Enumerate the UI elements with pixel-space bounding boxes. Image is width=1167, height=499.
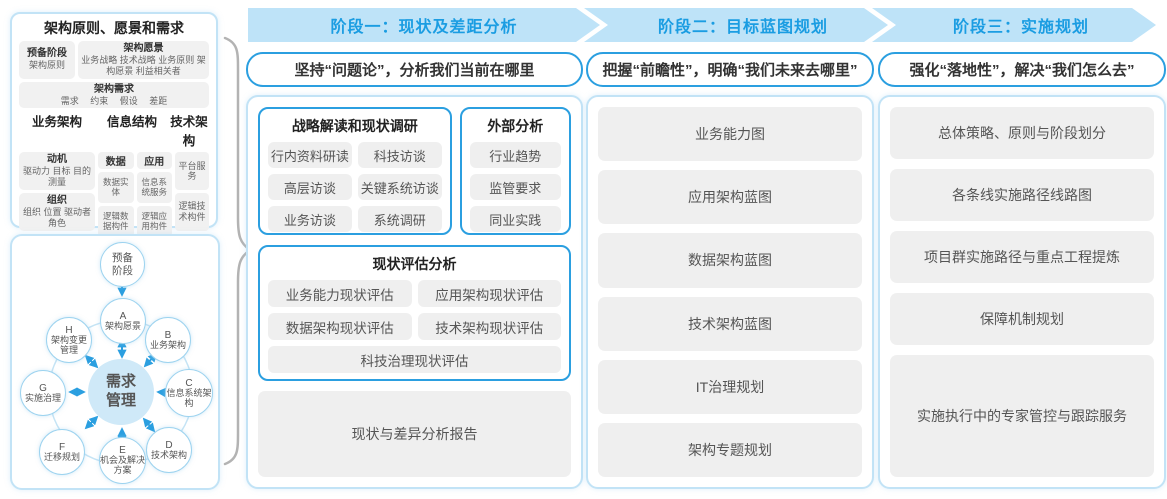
item-box: 逻辑技术构件 — [175, 192, 209, 231]
item-box: 技术架构现状评估 — [417, 313, 561, 340]
gap-analysis-report-box: 现状与差异分析报告 — [258, 391, 571, 477]
item-box: 同业实践 — [469, 206, 561, 232]
phase1-top-groups: 战略解读和现状调研 行内资料研读 科技访谈 高层访谈 关键系统访谈 业务访谈 系… — [258, 107, 571, 235]
phase2-content-panel: 业务能力图 应用架构蓝图 数据架构蓝图 技术架构蓝图 IT治理规划 架构专题规划 — [586, 95, 874, 489]
framework-panel-title: 架构原则、愿景和需求 — [44, 20, 184, 36]
item-box: 保障机制规划 — [890, 293, 1154, 345]
phase1-content-panel: 战略解读和现状调研 行内资料研读 科技访谈 高层访谈 关键系统访谈 业务访谈 系… — [246, 95, 583, 489]
external-analysis-list: 行业趋势 监管要求 同业实践 — [469, 142, 561, 232]
data-label: 数据 — [98, 152, 134, 170]
item-box: 行业趋势 — [469, 142, 561, 168]
requirements-management-node: 需求管理 — [88, 359, 154, 425]
phase2-header-arrow: 阶段二：目标蓝图规划 — [584, 8, 888, 42]
item-box: 应用架构现状评估 — [417, 280, 561, 307]
item-box: 逻辑应用构件 — [136, 206, 172, 238]
architecture-requirements-box: 架构需求 需求 约束 假设 差距 — [19, 81, 209, 109]
node-g-implementation-governance: G 实施治理 — [20, 370, 66, 416]
node-d-technology-architecture: D 技术架构 — [146, 427, 192, 473]
phase3-subtitle: 强化“落地性”，解决“我们怎么去” — [878, 52, 1166, 87]
architecture-vision-title: 架构愿景 — [123, 43, 164, 54]
item-box: 监管要求 — [469, 174, 561, 200]
item-box: 平台服务 — [175, 152, 209, 190]
node-e-opportunities-solutions: E 机会及解决方案 — [99, 437, 146, 484]
application-label: 应用 — [136, 152, 172, 170]
strategy-research-grid: 行内资料研读 科技访谈 高层访谈 关键系统访谈 业务访谈 系统调研 — [268, 142, 442, 232]
item-box: 数据实体 — [98, 172, 134, 204]
motivation-box: 动机 驱动力 目标 目的 测量 — [19, 152, 95, 190]
phase3-header-arrow: 阶段三：实施规划 — [872, 8, 1156, 42]
phase2-subtitle: 把握“前瞻性”，明确“我们未来去哪里” — [586, 52, 874, 87]
architecture-framework-panel: 架构原则、愿景和需求 预备阶段 架构原则 架构愿景 业务战略 技术战略 业务原则… — [10, 12, 218, 310]
item-box: 架构专题规划 — [598, 422, 862, 478]
item-box: 项目群实施路径与重点工程提炼 — [890, 231, 1154, 283]
item-box: 关键系统访谈 — [357, 174, 442, 200]
phase1-subtitle: 坚持“问题论”，分析我们当前在哪里 — [246, 52, 583, 87]
prep-phase-sub: 架构原则 — [28, 60, 65, 71]
item-box: 业务访谈 — [268, 206, 352, 232]
item-box: 应用架构蓝图 — [598, 170, 862, 225]
framework-row-vision: 预备阶段 架构原则 架构愿景 业务战略 技术战略 业务原则 架构愿景 利益相关者 — [19, 41, 209, 79]
center-d-arrow — [142, 417, 156, 433]
technology-arch-header: 技术架构 — [170, 115, 208, 149]
center-h-arrow — [84, 354, 99, 369]
item-box: 各条线实施路径线路图 — [890, 169, 1154, 221]
item-box: 行内资料研读 — [268, 142, 352, 168]
strategy-research-group: 战略解读和现状调研 行内资料研读 科技访谈 高层访谈 关键系统访谈 业务访谈 系… — [258, 107, 452, 235]
architecture-vision-box: 架构愿景 业务战略 技术战略 业务原则 架构愿景 利益相关者 — [78, 41, 209, 79]
item-box: 数据架构蓝图 — [598, 233, 862, 288]
item-box: 数据架构现状评估 — [268, 313, 412, 340]
item-box: 实施执行中的专家管控与跟踪服务 — [890, 355, 1154, 477]
item-box: 科技治理现状评估 — [268, 346, 561, 373]
organization-box: 组织 组织 位置 驱动者 角色 — [19, 192, 95, 231]
framework-section-headers: 业务架构 信息结构 技术架构 — [19, 111, 209, 149]
prep-phase-node: 预备阶段 — [100, 242, 145, 287]
architecture-vision-sub: 业务战略 技术战略 业务原则 架构愿景 利益相关者 — [81, 55, 206, 76]
item-box: 总体策略、原则与阶段划分 — [890, 107, 1154, 159]
node-a-architecture-vision: A 架构愿景 — [100, 298, 146, 344]
item-box: 系统调研 — [357, 206, 442, 232]
node-f-migration-planning: F 迁移规划 — [39, 429, 85, 475]
item-box: 科技访谈 — [357, 142, 442, 168]
item-box: 业务能力现状评估 — [268, 280, 412, 307]
center-f-arrow — [84, 415, 99, 430]
item-box: 逻辑数据构件 — [98, 206, 134, 238]
adm-cycle-panel: 预备阶段 需求管理 A 架构愿景 B 业务架构 C 信息系统架构 D 技术架构 … — [10, 234, 220, 490]
item-box: IT治理规划 — [598, 359, 862, 414]
prep-phase-box: 预备阶段 架构原则 — [19, 41, 75, 79]
item-box: 信息系统服务 — [136, 172, 172, 204]
architecture-requirements-sub: 需求 约束 假设 差距 — [60, 95, 168, 106]
item-box: 业务能力图 — [598, 107, 862, 162]
phase1-header-arrow: 阶段一：现状及差距分析 — [248, 8, 600, 42]
prep-phase-title: 预备阶段 — [27, 48, 67, 60]
information-structure-header: 信息结构 — [106, 115, 157, 130]
phase3-content-panel: 总体策略、原则与阶段划分 各条线实施路径线路图 项目群实施路径与重点工程提炼 保… — [878, 95, 1166, 489]
architecture-requirements-title: 架构需求 — [94, 83, 134, 95]
external-analysis-group: 外部分析 行业趋势 监管要求 同业实践 — [459, 107, 571, 235]
item-box: 高层访谈 — [268, 174, 352, 200]
node-b-business-architecture: B 业务架构 — [145, 317, 191, 363]
node-h-architecture-change-management: H 架构变更管理 — [46, 317, 92, 363]
assessment-grid: 业务能力现状评估 应用架构现状评估 数据架构现状评估 技术架构现状评估 科技治理… — [268, 280, 561, 373]
item-box: 技术架构蓝图 — [598, 296, 862, 351]
business-arch-header: 业务架构 — [31, 115, 82, 130]
node-c-information-systems-architecture: C 信息系统架构 — [165, 369, 213, 417]
assessment-analysis-group: 现状评估分析 业务能力现状评估 应用架构现状评估 数据架构现状评估 技术架构现状… — [258, 245, 571, 381]
